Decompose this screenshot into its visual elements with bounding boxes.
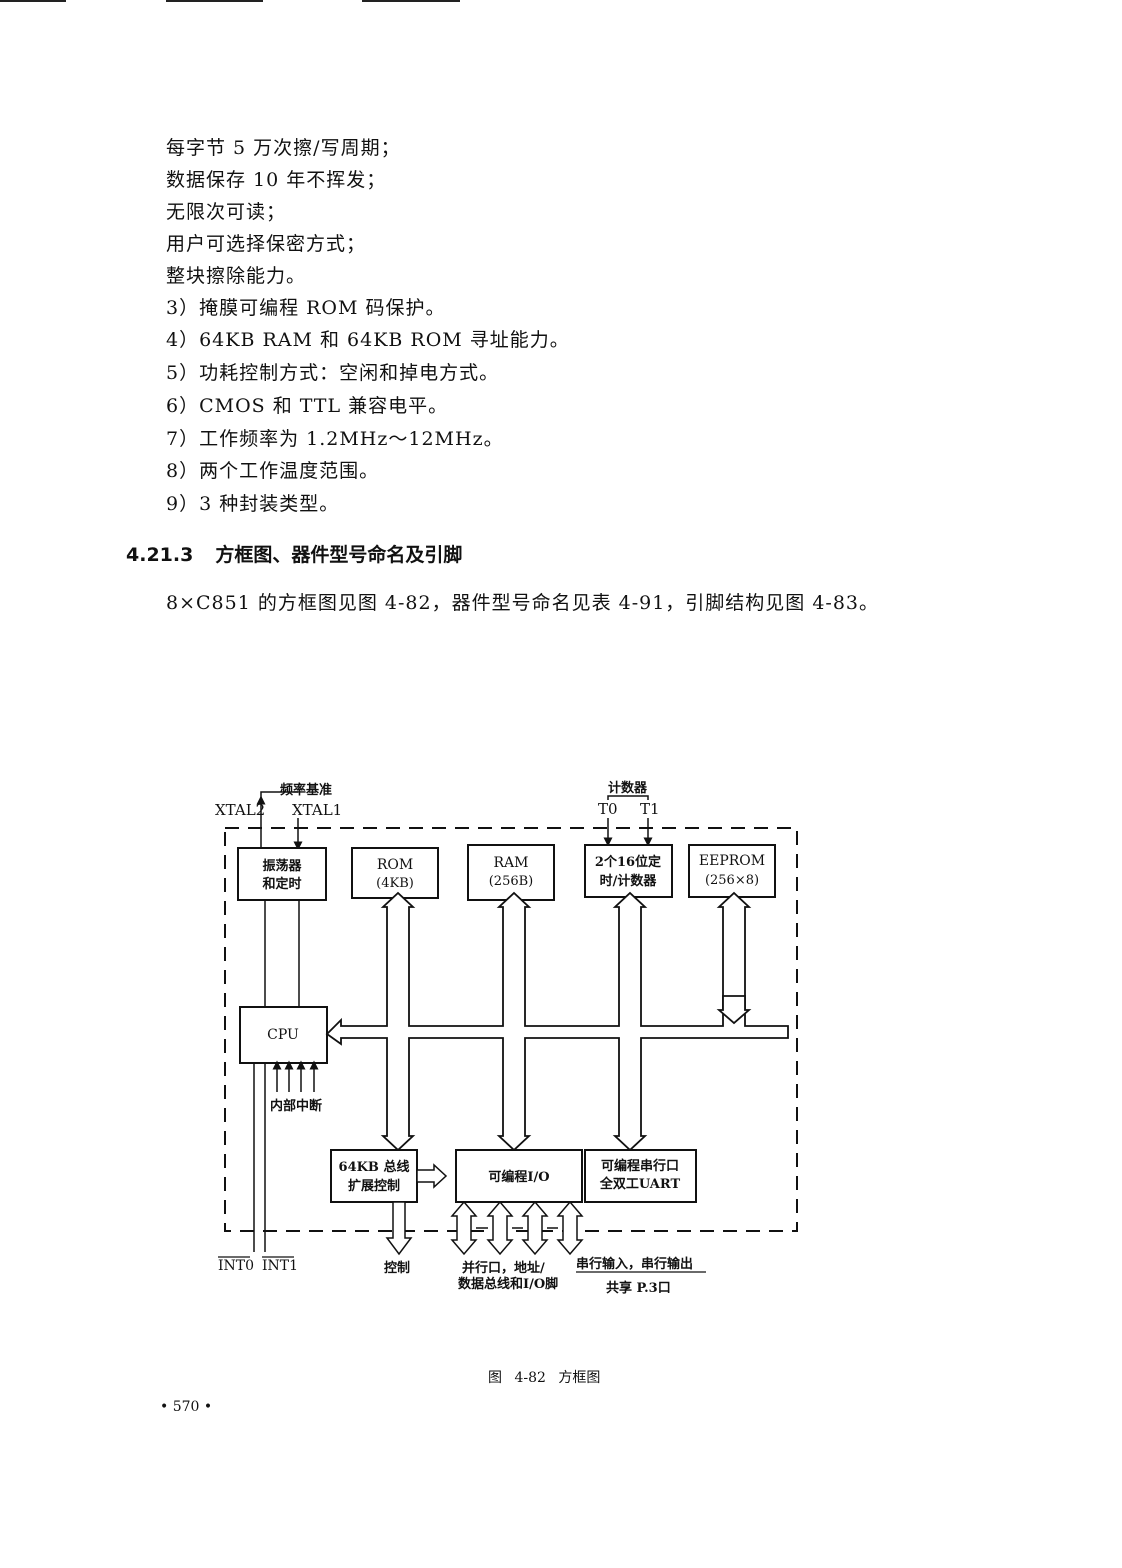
rom-line1: ROM [377, 857, 413, 873]
oscillator-block: 振荡器 和定时 [237, 847, 327, 901]
int0-label: INT0 [218, 1258, 254, 1274]
counter-label: 计数器 [608, 780, 648, 796]
top-rule-1 [0, 0, 66, 2]
body-line-12: 9）3 种封装类型。 [166, 493, 340, 515]
rom-block: ROM (4KB) [351, 847, 439, 899]
bus-to-io-arrow [416, 1163, 448, 1189]
chip-boundary [224, 827, 798, 1232]
int-pins: INT0 INT1 [218, 1063, 298, 1274]
figure-caption: 图 4-82 方框图 [488, 1370, 601, 1386]
ram-block: RAM (256B) [467, 844, 555, 901]
rom-line2: (4KB) [376, 876, 414, 891]
body-line-1: 每字节 5 万次擦/写周期； [166, 137, 401, 159]
section-number: 4.21.3 [126, 544, 194, 566]
body-line-9: 6）CMOS 和 TTL 兼容电平。 [166, 395, 449, 417]
uart-line2: 全双工UART [599, 1176, 681, 1192]
serial-label-line2: 共享 P.3口 [606, 1280, 671, 1296]
serial-label-line1: 串行输入，串行输出 [576, 1256, 693, 1272]
int1-label: INT1 [262, 1258, 298, 1274]
top-rule-3 [362, 0, 460, 2]
body-line-5: 整块擦除能力。 [166, 265, 307, 287]
timer-line1: 2个16位定 [595, 854, 661, 870]
port-label-line1: 并行口，地址/ [462, 1260, 545, 1276]
body-line-7: 4）64KB RAM 和 64KB ROM 寻址能力。 [166, 329, 570, 351]
xtal-label-group: 频率基准 XTAL2 XTAL1 [215, 782, 342, 851]
body-line-3: 无限次可读； [166, 201, 287, 223]
t1-label: T1 [640, 800, 660, 818]
port-arrows [450, 1200, 584, 1256]
xtal2-label: XTAL2 [215, 801, 265, 819]
block-diagram: 频率基准 XTAL2 XTAL1 计数器 T0 T1 振荡器 和定时 ROM (… [215, 780, 798, 1296]
bus-line1: 64KB 总线 [339, 1159, 410, 1175]
xtal1-label: XTAL1 [292, 801, 342, 819]
port-label-line2: 数据总线和I/O脚 [458, 1276, 558, 1292]
cpu-label: CPU [267, 1027, 299, 1043]
eeprom-line1: EEPROM [699, 853, 765, 869]
body-line-8: 5）功耗控制方式：空闲和掉电方式。 [166, 362, 500, 384]
body-line-10: 7）工作频率为 1.2MHz～12MHz。 [166, 428, 504, 450]
top-rule-2 [166, 0, 263, 2]
freq-ref-label: 频率基准 [280, 782, 332, 798]
internal-bus [325, 891, 789, 1152]
uart-block: 可编程串行口 全双工UART [584, 1149, 697, 1203]
osc-line2: 和定时 [262, 876, 301, 892]
bus-expansion-block: 64KB 总线 扩展控制 [330, 1149, 418, 1203]
body-line-4: 用户可选择保密方式； [166, 233, 367, 255]
control-label: 控制 [384, 1260, 410, 1276]
section-title: 方框图、器件型号命名及引脚 [215, 544, 463, 566]
osc-line1: 振荡器 [262, 858, 302, 874]
control-arrow [385, 1201, 413, 1256]
timer-line2: 时/计数器 [600, 873, 658, 889]
bus-line2: 扩展控制 [348, 1178, 400, 1194]
internal-interrupt-label: 内部中断 [270, 1098, 322, 1114]
counter-label-group: 计数器 T0 T1 [598, 780, 660, 847]
page-number: • 570 • [160, 1399, 213, 1415]
internal-interrupt-arrows: 内部中断 [270, 1060, 322, 1114]
ram-line1: RAM [494, 855, 529, 871]
eeprom-line2: (256×8) [705, 873, 759, 888]
section-heading: 4.21.3 方框图、器件型号命名及引脚 [126, 540, 462, 567]
io-label: 可编程I/O [488, 1169, 549, 1185]
body-line-2: 数据保存 10 年不挥发； [166, 169, 387, 191]
t0-label: T0 [598, 800, 618, 818]
uart-line1: 可编程串行口 [601, 1158, 679, 1174]
eeprom-block: EEPROM (256×8) [688, 844, 776, 898]
body-line-6: 3）掩膜可编程 ROM 码保护。 [166, 297, 446, 319]
programmable-io-block: 可编程I/O [455, 1149, 583, 1203]
ram-line2: (256B) [489, 874, 534, 889]
intro-paragraph: 8×C851 的方框图见图 4-82，器件型号命名见表 4-91，引脚结构见图 … [166, 592, 880, 614]
timer-block: 2个16位定 时/计数器 [584, 844, 673, 898]
cpu-block: CPU [239, 1006, 328, 1064]
body-line-11: 8）两个工作温度范围。 [166, 460, 380, 482]
